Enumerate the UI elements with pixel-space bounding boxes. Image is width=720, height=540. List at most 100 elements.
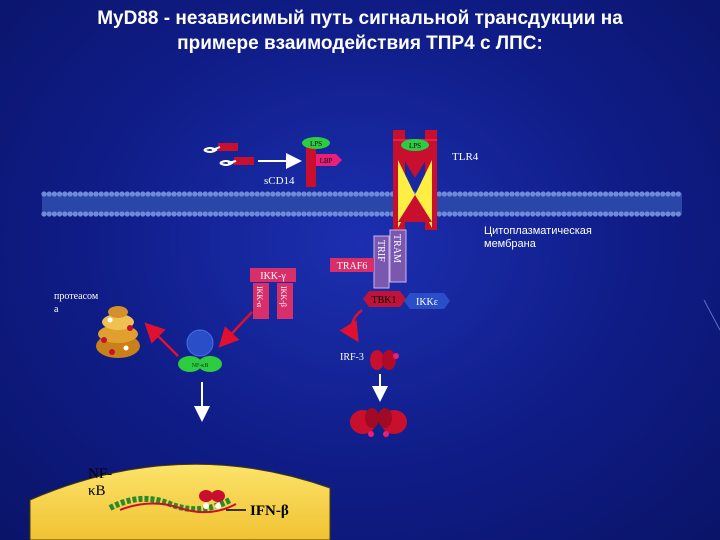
tram-box [389,229,407,283]
lipid-head [587,211,593,217]
lipid-head [379,191,385,197]
tlr4-label: TLR4 [452,151,479,163]
scd14-label: sCD14 [264,175,295,187]
lipid-head [592,211,598,217]
lipid-head [254,211,260,217]
lipid-head [540,191,546,197]
membrane-label-line2: мембрана [484,238,537,250]
lipid-head [582,211,588,217]
lipid-head [129,211,135,217]
lipid-head [109,191,115,197]
lipid-head [478,191,484,197]
lipid-head [613,191,619,197]
lipid-head [67,191,73,197]
lipid-head [597,191,604,197]
lipid-head [88,211,94,217]
lipid-head [571,191,578,197]
lipid-head [660,211,666,217]
lipid-head [88,191,94,197]
lipid-head [436,211,442,217]
lipid-head [72,211,78,217]
lipid-head [519,191,526,197]
lipid-head [535,191,541,197]
ifn-beta-label: IFN-β [250,503,289,519]
lipid-head [166,191,172,197]
lipid-head [285,191,291,197]
plasma-membrane [41,191,682,217]
lipid-head [317,191,323,197]
lipid-head [587,191,593,197]
lipid-head [379,211,385,217]
lipid-head [161,211,167,217]
lipid-head [239,211,245,217]
lbp-shape [316,154,342,166]
lipid-head [197,211,203,217]
lipid-head [665,191,671,197]
lipid-head [649,211,656,217]
lipid-head [57,211,63,217]
nfkb-complex-label: NF-κB [192,363,209,369]
lipid-head [259,191,265,197]
adaptors: TRAM TRIF [373,229,407,289]
lipid-heads-bottom [41,211,682,217]
lipid-head [176,211,182,217]
lipid-head [514,211,520,217]
lipid-head [161,191,167,197]
lipid-head [358,191,364,197]
lipid-head [228,191,234,197]
lipid-head [618,191,624,197]
lipid-head [608,211,614,217]
lipid-head [306,191,312,197]
lipid-head [228,211,234,217]
lipid-head [171,211,177,217]
lipid-head [556,191,562,197]
membrane-label-line1: Цитоплазматическая [484,225,592,237]
lipid-head [457,211,463,217]
lipid-head [348,211,354,217]
lipid-head [473,211,479,217]
lipid-head [285,211,291,217]
lipid-head [181,191,187,197]
ikk-gamma-label: IKK-γ [260,271,286,282]
lipid-head [77,211,83,217]
lipid-head [145,211,151,217]
lipid-head [109,211,115,217]
lipid-head [213,211,219,217]
lipid-head [452,211,458,217]
lipid-head [270,191,276,197]
lipid-head [254,191,260,197]
lipid-head [332,191,338,197]
irf3: IRF-3 [340,350,399,370]
irf3-label: IRF-3 [340,352,364,363]
traf6-label: TRAF6 [337,261,368,272]
lipid-head [41,211,47,217]
lipid-head [119,211,125,217]
lipid-head [462,191,468,197]
lipid-head [348,191,354,197]
nfkb-dna-bound-1 [199,490,213,502]
lipid-head [353,211,359,217]
tbk1-complex: TBK1 IKKε [363,291,450,309]
lipid-head [540,211,546,217]
lipid-head [634,211,640,217]
lipid-head [629,191,635,197]
lipid-head [603,211,609,217]
lipid-head [639,211,645,217]
slide-title: MyD88 - независимый путь сигнальной тран… [0,6,720,56]
lipid-head [46,191,52,197]
lipid-head [176,191,182,197]
lipid-head [530,191,536,197]
lipid-head [192,191,198,197]
lipid-head [561,191,567,197]
lipid-head [150,211,156,217]
lipid-head [98,191,104,197]
lipid-head [181,211,187,217]
nfkb-label-line2: κB [88,483,106,499]
lipid-head [675,211,682,217]
lipid-head [317,211,323,217]
lipid-head [514,191,520,197]
lipid-head [623,191,630,197]
lipid-head [478,211,484,217]
lipid-head [114,191,120,197]
